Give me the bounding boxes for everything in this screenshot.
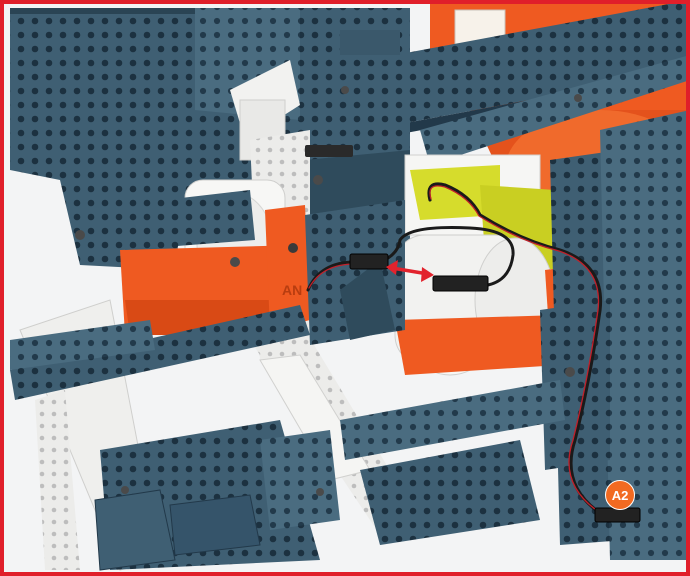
svg-text:AN: AN bbox=[282, 282, 302, 298]
step-callout-badge: A2 bbox=[605, 480, 635, 510]
